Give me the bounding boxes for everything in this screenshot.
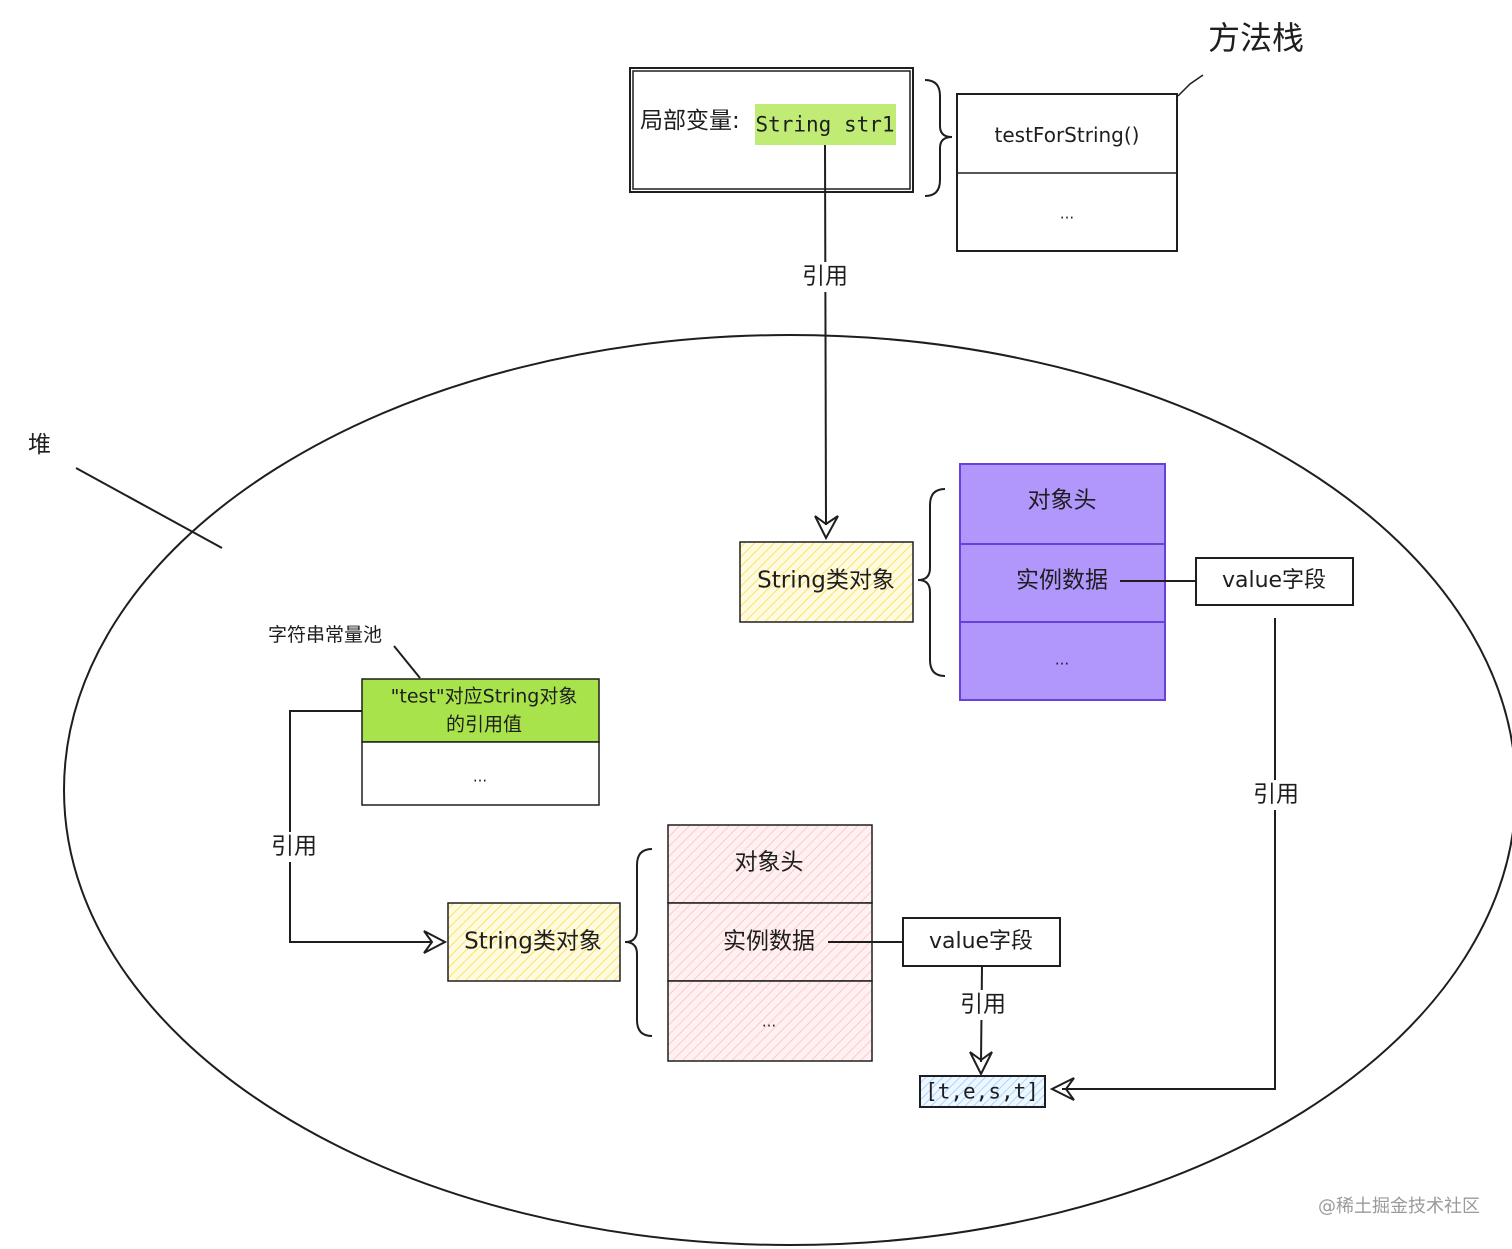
bottom-value-edge-label-bg xyxy=(955,990,1011,1020)
stack-frame-more: ... xyxy=(1059,204,1075,223)
heap-title: 堆 xyxy=(28,432,51,458)
top-value-field-label: value字段 xyxy=(1221,568,1327,593)
watermark: @稀土掘金技术社区 xyxy=(1318,1196,1480,1217)
top-object-instance-data: 实例数据 xyxy=(1016,567,1108,594)
local-variable-value: String str1 xyxy=(755,112,895,137)
string-pool-box xyxy=(361,678,600,806)
stack-frame-brace xyxy=(924,79,953,197)
string-pool-entry-line2: 的引用值 xyxy=(445,713,523,736)
string-pool-pointer xyxy=(393,645,421,679)
bottom-object-instance-data: 实例数据 xyxy=(723,928,815,955)
string-pool-title: 字符串常量池 xyxy=(268,624,383,646)
bottom-object-layout xyxy=(667,824,873,1062)
top-object-brace xyxy=(917,488,946,677)
local-variable-label: 局部变量: xyxy=(640,108,740,134)
top-object-more: ... xyxy=(1054,650,1070,669)
stack-frame xyxy=(956,93,1178,252)
char-array-box xyxy=(919,1075,1046,1108)
char-array-label: [t,e,s,t] xyxy=(925,1079,1039,1104)
top-value-edge-label-bg xyxy=(1248,780,1304,810)
bottom-value-field-box xyxy=(902,917,1061,967)
heap-label-pointer xyxy=(75,467,223,549)
top-value-to-array-line xyxy=(1062,618,1276,1090)
method-stack-title: 方法栈 xyxy=(1208,19,1305,57)
bottom-string-object-label: String类对象 xyxy=(464,928,602,955)
bottom-value-arrowhead xyxy=(969,1051,993,1077)
bottom-value-edge-label: 引用 xyxy=(960,991,1006,1018)
heap-region xyxy=(63,334,1512,1246)
pool-edge-label: 引用 xyxy=(271,833,317,860)
local-variable-value-box xyxy=(755,104,896,145)
bottom-value-field-label: value字段 xyxy=(928,929,1034,954)
str1-edge-label-bg xyxy=(796,262,854,292)
pool-to-object-line xyxy=(289,710,432,943)
bottom-object-more: ... xyxy=(761,1012,777,1031)
str1-edge-label: 引用 xyxy=(802,263,848,290)
bottom-string-object-box xyxy=(447,902,621,982)
top-object-header: 对象头 xyxy=(1027,487,1097,514)
string-pool-entry-line1: "test"对应String对象 xyxy=(390,685,578,708)
top-value-edge-label: 引用 xyxy=(1253,781,1299,808)
pool-edge-label-bg xyxy=(266,832,322,862)
stack-frame-method: testForString() xyxy=(994,123,1140,147)
bottom-object-header: 对象头 xyxy=(734,849,804,876)
str1-reference-arrow xyxy=(824,144,827,526)
top-object-layout xyxy=(959,463,1166,701)
top-value-field-box xyxy=(1195,557,1354,606)
str1-arrowhead xyxy=(814,515,839,541)
top-value-arrowhead xyxy=(1049,1077,1075,1101)
string-pool-more: ... xyxy=(472,767,488,786)
bottom-object-brace xyxy=(624,848,653,1037)
top-string-object-box xyxy=(739,541,914,623)
top-string-object-label: String类对象 xyxy=(757,567,895,594)
method-stack-pointer xyxy=(1177,74,1204,97)
pool-arrowhead xyxy=(423,930,448,954)
